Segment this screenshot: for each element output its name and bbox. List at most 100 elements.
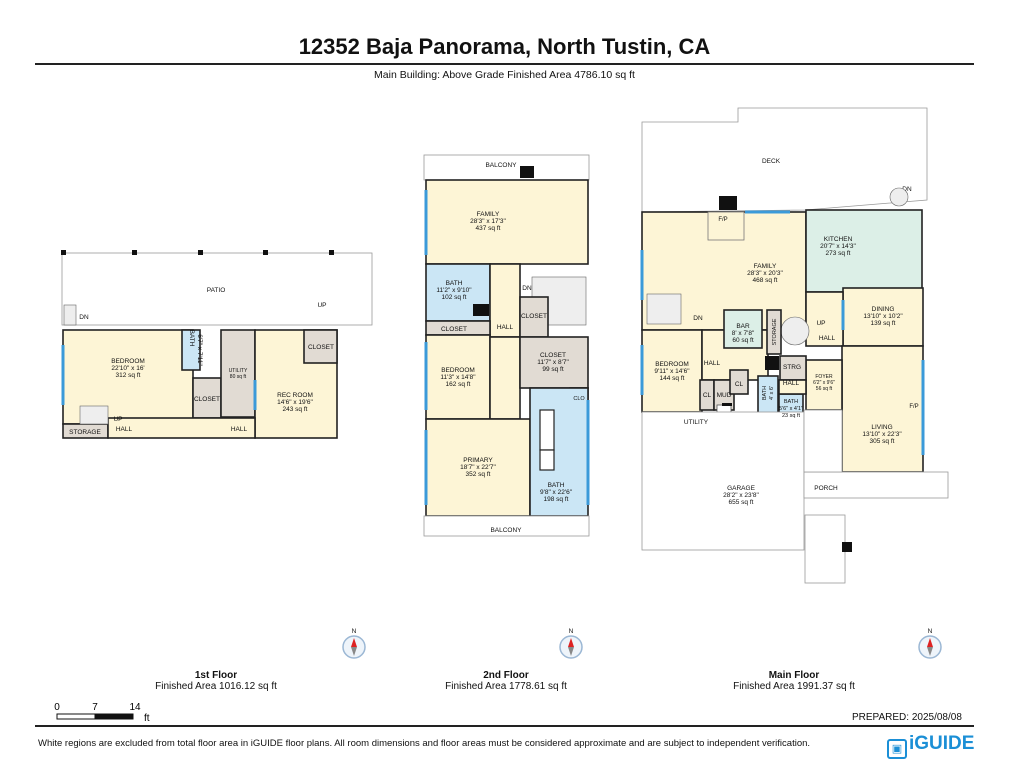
- m-dining: [842, 287, 924, 347]
- patio-dn-label: DN: [79, 314, 89, 321]
- m-entry: [803, 409, 843, 473]
- f2-closet-big-area: 99 sq ft: [542, 366, 564, 373]
- m-bath-2-area: 23 sq ft: [782, 413, 801, 419]
- f1-bath-name: BATH: [188, 330, 195, 347]
- f1-stair-up-label: UP: [113, 416, 122, 423]
- m-porch-area: [803, 471, 949, 499]
- m-bedroom: [641, 329, 703, 413]
- m-deck-area: [641, 107, 928, 213]
- m-living: [841, 345, 924, 473]
- floor-3-area: Finished Area 1991.37 sq ft: [733, 681, 855, 692]
- m-spiral-stair: [780, 316, 810, 346]
- f2-primary-name: PRIMARY: [463, 457, 493, 464]
- m-garage-dim: 28'2" x 23'8": [723, 492, 759, 499]
- iguide-logo-icon: ▣: [887, 739, 907, 759]
- f2-closet-big-name: CLOSET: [540, 352, 566, 359]
- f2-closet-b-label: CLOSET: [521, 313, 547, 320]
- m-hall-right-label: HALL: [819, 335, 836, 342]
- f1-stair: [79, 405, 109, 425]
- prepared-date: PREPARED: 2025/08/08: [852, 712, 962, 723]
- f2-primary: [425, 418, 531, 517]
- m-kitchen-name: KITCHEN: [824, 236, 853, 243]
- f1-closet-1-label: CLOSET: [194, 396, 220, 403]
- m-living-dim: 13'10" x 22'3": [862, 431, 902, 438]
- f2-family-dim: 28'3" x 17'3": [470, 218, 506, 225]
- page-title: 12352 Baja Panorama, North Tustin, CA: [298, 34, 711, 59]
- m-living-area: 305 sq ft: [870, 438, 895, 445]
- m-family-name: FAMILY: [754, 263, 777, 270]
- m-garage-name: GARAGE: [727, 485, 755, 492]
- f2-balcony-bottom-area: [423, 515, 590, 537]
- m-stair-down: [646, 293, 682, 325]
- f1-hall-2-label: HALL: [231, 426, 248, 433]
- footer-rule: [35, 725, 974, 727]
- f2-clo-label: CLO: [573, 396, 585, 402]
- f2-primary-dim: 18'7" x 22'7": [460, 464, 496, 471]
- m-hall-left-label: HALL: [704, 360, 721, 367]
- m-bath-1: [757, 375, 779, 415]
- f1-bath: [181, 329, 201, 371]
- m-mud-label: MUD: [717, 392, 732, 399]
- m-bedroom-name: BEDROOM: [655, 361, 689, 368]
- f2-bedroom-area: 162 sq ft: [446, 381, 471, 388]
- floor-2-name: 2nd Floor: [483, 670, 529, 681]
- m-hall-center-label: HALL: [783, 380, 800, 387]
- floor-1-area: Finished Area 1016.12 sq ft: [155, 681, 277, 692]
- floor-1-name: 1st Floor: [194, 670, 238, 681]
- m-storage: [766, 309, 782, 355]
- m-bar-dim: 8' x 7'8": [732, 330, 755, 337]
- f2-hall-upper: [489, 263, 521, 338]
- m-bath-1-dim: 4' x 6': [769, 386, 775, 400]
- f1-closet-2-label: CLOSET: [308, 344, 334, 351]
- patio-area: [61, 252, 373, 326]
- m-foyer-name: FOYER: [815, 374, 833, 380]
- f1-rec-name: REC ROOM: [277, 392, 313, 399]
- f1-storage-label: STORAGE: [69, 429, 101, 436]
- m-hall-center: [778, 379, 807, 395]
- f1-bedroom-name: BEDROOM: [111, 358, 145, 365]
- m-bar: [723, 309, 763, 349]
- m-foyer-area: 56 sq ft: [816, 386, 833, 392]
- m-cl-2: [729, 369, 749, 395]
- m-family-dim: 28'3" x 20'3": [747, 270, 783, 277]
- f2-balcony-top-label: BALCONY: [485, 162, 517, 169]
- f1-bath-dim: 6'7" x 7'11": [196, 334, 203, 366]
- floor-label-2nd: 2nd Floor Finished Area 1778.61 sq ft: [396, 670, 616, 692]
- f1-bedroom-area: 312 sq ft: [116, 372, 141, 379]
- m-utility-label: UTILITY: [684, 419, 709, 426]
- second-floor-plan: BALCONY FAMILY 28'3" x 17'3" 437 sq ft B…: [423, 154, 590, 537]
- f2-bath-1-dim: 11'2" x 9'10": [436, 287, 472, 294]
- f1-rec-dim: 14'6" x 19'6": [277, 399, 313, 406]
- patio-label: PATIO: [207, 287, 226, 294]
- m-deck-label: DECK: [762, 158, 781, 165]
- m-garage: [641, 411, 805, 551]
- f2-closet-a-label: CLOSET: [441, 326, 467, 333]
- f1-rec-area: 243 sq ft: [283, 406, 308, 413]
- f2-bath-2-name: BATH: [548, 482, 565, 489]
- compass-3-n: N: [928, 628, 933, 635]
- scale-tick-14: 14: [129, 702, 141, 713]
- m-strg-label: STRG: [783, 364, 801, 371]
- m-garage-area: 655 sq ft: [729, 499, 754, 506]
- m-cl-2-label: CL: [735, 381, 744, 388]
- scale-bar: 0 7 14 ft: [54, 702, 150, 724]
- title-rule: [35, 63, 974, 65]
- m-fp-1-label: F/P: [718, 217, 727, 223]
- m-dining-area: 139 sq ft: [871, 320, 896, 327]
- f1-utility-name: UTILITY: [229, 368, 248, 374]
- patio-stair: [63, 304, 77, 326]
- f2-closet-big-dim: 11'7" x 8'7": [537, 359, 569, 366]
- f2-bath-1-area: 102 sq ft: [442, 294, 467, 301]
- main-floor-plan: DECK DN F/P: [640, 107, 949, 584]
- f2-bath-2-dim: 9'8" x 22'6": [540, 489, 573, 496]
- m-bedroom-area: 144 sq ft: [660, 375, 685, 382]
- f2-bedroom-name: BEDROOM: [441, 367, 475, 374]
- m-front-steps: [804, 514, 846, 584]
- f1-hall-strip: [107, 417, 256, 439]
- f2-closet-big: [519, 336, 589, 389]
- first-floor-plan: PATIO DN UP BEDROOM 22'10" x 16' 312 sq …: [61, 250, 373, 439]
- f2-family: [425, 179, 589, 265]
- m-fp-2-label: F/P: [909, 404, 918, 410]
- floor-label-main: Main Floor Finished Area 1991.37 sq ft: [684, 670, 904, 692]
